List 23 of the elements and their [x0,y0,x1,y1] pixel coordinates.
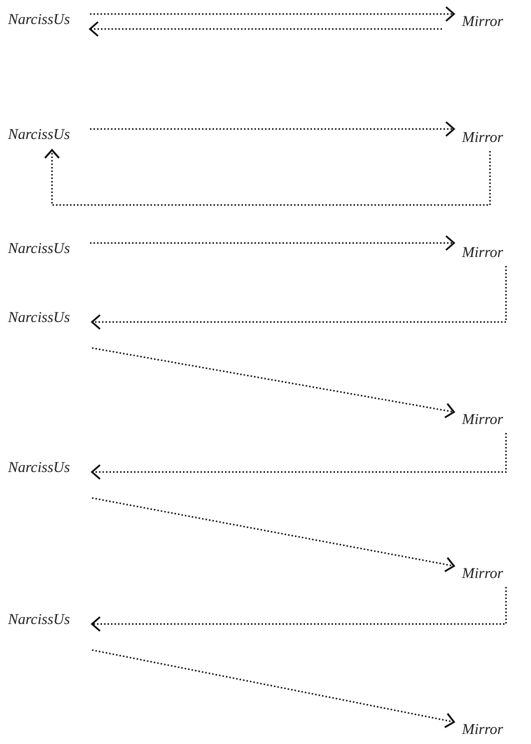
node-label: Mirror [462,565,504,583]
node-label: NarcissUs [8,240,70,258]
node-label: NarcissUs [8,309,70,327]
dotted-arrow [92,347,455,418]
node-label: Mirror [462,244,504,262]
node-label: Mirror [462,129,504,147]
dotted-arrow [89,21,442,37]
node-label: NarcissUs [8,459,70,477]
dotted-arrow [91,266,507,330]
dotted-arrow [92,649,455,728]
node-label: NarcissUs [8,611,70,629]
dotted-arrow [90,6,455,22]
dotted-arrow [90,121,455,137]
node-label: NarcissUs [8,126,70,144]
node-label: Mirror [462,13,504,31]
dotted-arrow [91,433,507,480]
dotted-arrow [44,149,491,206]
node-label: Mirror [462,721,504,739]
node-label: Mirror [462,411,504,429]
dotted-arrow [91,587,507,632]
dotted-arrow [92,497,455,572]
node-label: NarcissUs [8,11,70,29]
dotted-arrow [90,235,455,251]
